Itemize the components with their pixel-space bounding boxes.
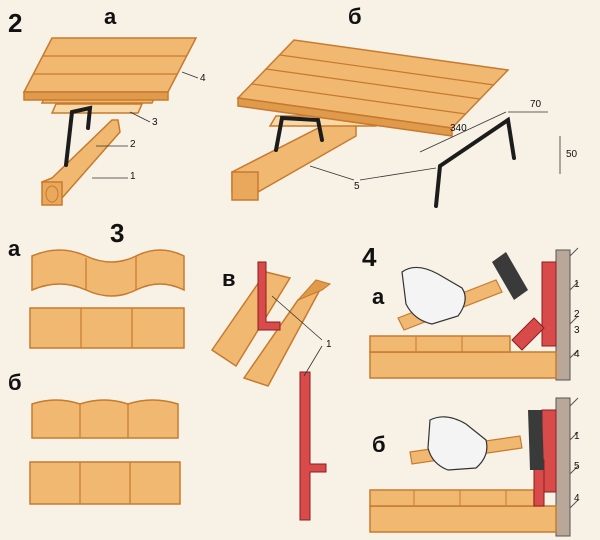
fig3v-bracket-detail (299, 371, 327, 521)
fig2b-bracket-detail (434, 116, 516, 208)
fig3v-board-right-side (297, 279, 332, 301)
fig3-sub-a: а (8, 236, 21, 261)
fig2b-dim-line-340 (419, 111, 507, 153)
fig2b-deck-edge (237, 97, 453, 137)
fig3a-flat-boards (29, 307, 185, 349)
fig4b-floor-boards (369, 489, 535, 507)
fig4a-wedge (511, 317, 545, 351)
fig4b-drawing (369, 397, 579, 537)
fig3b-flat-boards (29, 461, 181, 505)
fig4a-wall-hatch (569, 349, 579, 359)
fig2a-callout-line (181, 71, 199, 79)
fig4b-callout-4: 4 (574, 493, 580, 504)
fig2a-joist-rings (45, 185, 59, 203)
fig4b-callout-5: 5 (574, 461, 580, 472)
dimension-50: 50 (566, 149, 578, 160)
fig4a-joist (369, 351, 557, 379)
fig3-callout-1: 1 (326, 339, 332, 350)
fig4b-hammer-head (528, 410, 544, 470)
fig4a-callout-3: 3 (574, 325, 580, 336)
fig4a-hand (401, 266, 466, 325)
fig2-callout-5: 5 (354, 181, 360, 192)
fig2a-drawing (22, 37, 199, 206)
fig3v-callout-line (271, 295, 323, 341)
fig2-callout-2: 2 (130, 139, 136, 150)
fig4b-hand (427, 416, 488, 471)
fig3-number: 3 (110, 218, 125, 248)
fig2-callout-3: 3 (152, 117, 158, 128)
fig2-sub-b: б (348, 4, 362, 29)
fig4a-wall-hatch (569, 247, 579, 257)
fig3v-board-left (210, 271, 292, 368)
fig2b-callout-line (359, 167, 437, 181)
fig2b-deck-seam (279, 54, 495, 86)
fig4a-wall-hatch (569, 315, 579, 325)
fig3a-warped-boards (31, 249, 185, 297)
fig2b-cramp-bracket (274, 115, 324, 152)
fig2b-drawing (231, 39, 561, 208)
fig2-callout-1: 1 (130, 171, 136, 182)
fig2a-deck-edge (23, 91, 169, 101)
fig4b-callout-1: 1 (574, 431, 580, 442)
fig3-boards (29, 249, 185, 505)
fig2-callout-4: 4 (200, 73, 206, 84)
fig4a-wall-hatch (569, 281, 579, 291)
fig2b-deck-seam (251, 83, 467, 115)
fig3-sub-v: в (222, 266, 236, 291)
fig3v-drawing (210, 261, 332, 521)
fig2b-joist-end (231, 171, 259, 201)
fig4a-floor-boards (369, 335, 511, 353)
fig3-sub-b: б (8, 370, 22, 395)
fig3v-bracket-in-place (257, 261, 281, 331)
fig2-number: 2 (8, 8, 23, 38)
fig4a-drawing (369, 247, 579, 381)
fig4-number: 4 (362, 242, 377, 272)
fig4a-wall (555, 249, 571, 381)
fig4a-callout-1: 1 (574, 279, 580, 290)
dimension-70: 70 (530, 99, 542, 110)
fig4b-wall (555, 397, 571, 537)
fig4b-wall-hatch (569, 431, 579, 441)
fig4b-wall-hatch (569, 397, 579, 407)
fig4a-callout-4: 4 (574, 349, 580, 360)
fig3b-cupped-boards (31, 399, 179, 439)
fig4a-baseboard (541, 261, 557, 347)
fig4b-wall-hatch (569, 499, 579, 509)
fig2a-cramp-bracket (64, 105, 93, 167)
fig4a-callout-2: 2 (574, 309, 580, 320)
fig2b-callout-line (309, 165, 355, 181)
fig2a-deck (22, 37, 198, 93)
fig3v-callout-line (303, 345, 323, 377)
fig2-sub-a: а (104, 4, 117, 29)
fig4-sub-a: а (372, 284, 385, 309)
fig2a-board-3 (50, 103, 144, 114)
fig4b-wall-hatch (569, 465, 579, 475)
fig2a-callout-line (129, 111, 151, 123)
fig2b-deck-seam (265, 68, 481, 100)
fig4-sub-b: б (372, 432, 386, 457)
fig4b-joist (369, 505, 557, 533)
fig4a-hammer-head (492, 252, 528, 300)
dimension-340: 340 (450, 123, 467, 134)
